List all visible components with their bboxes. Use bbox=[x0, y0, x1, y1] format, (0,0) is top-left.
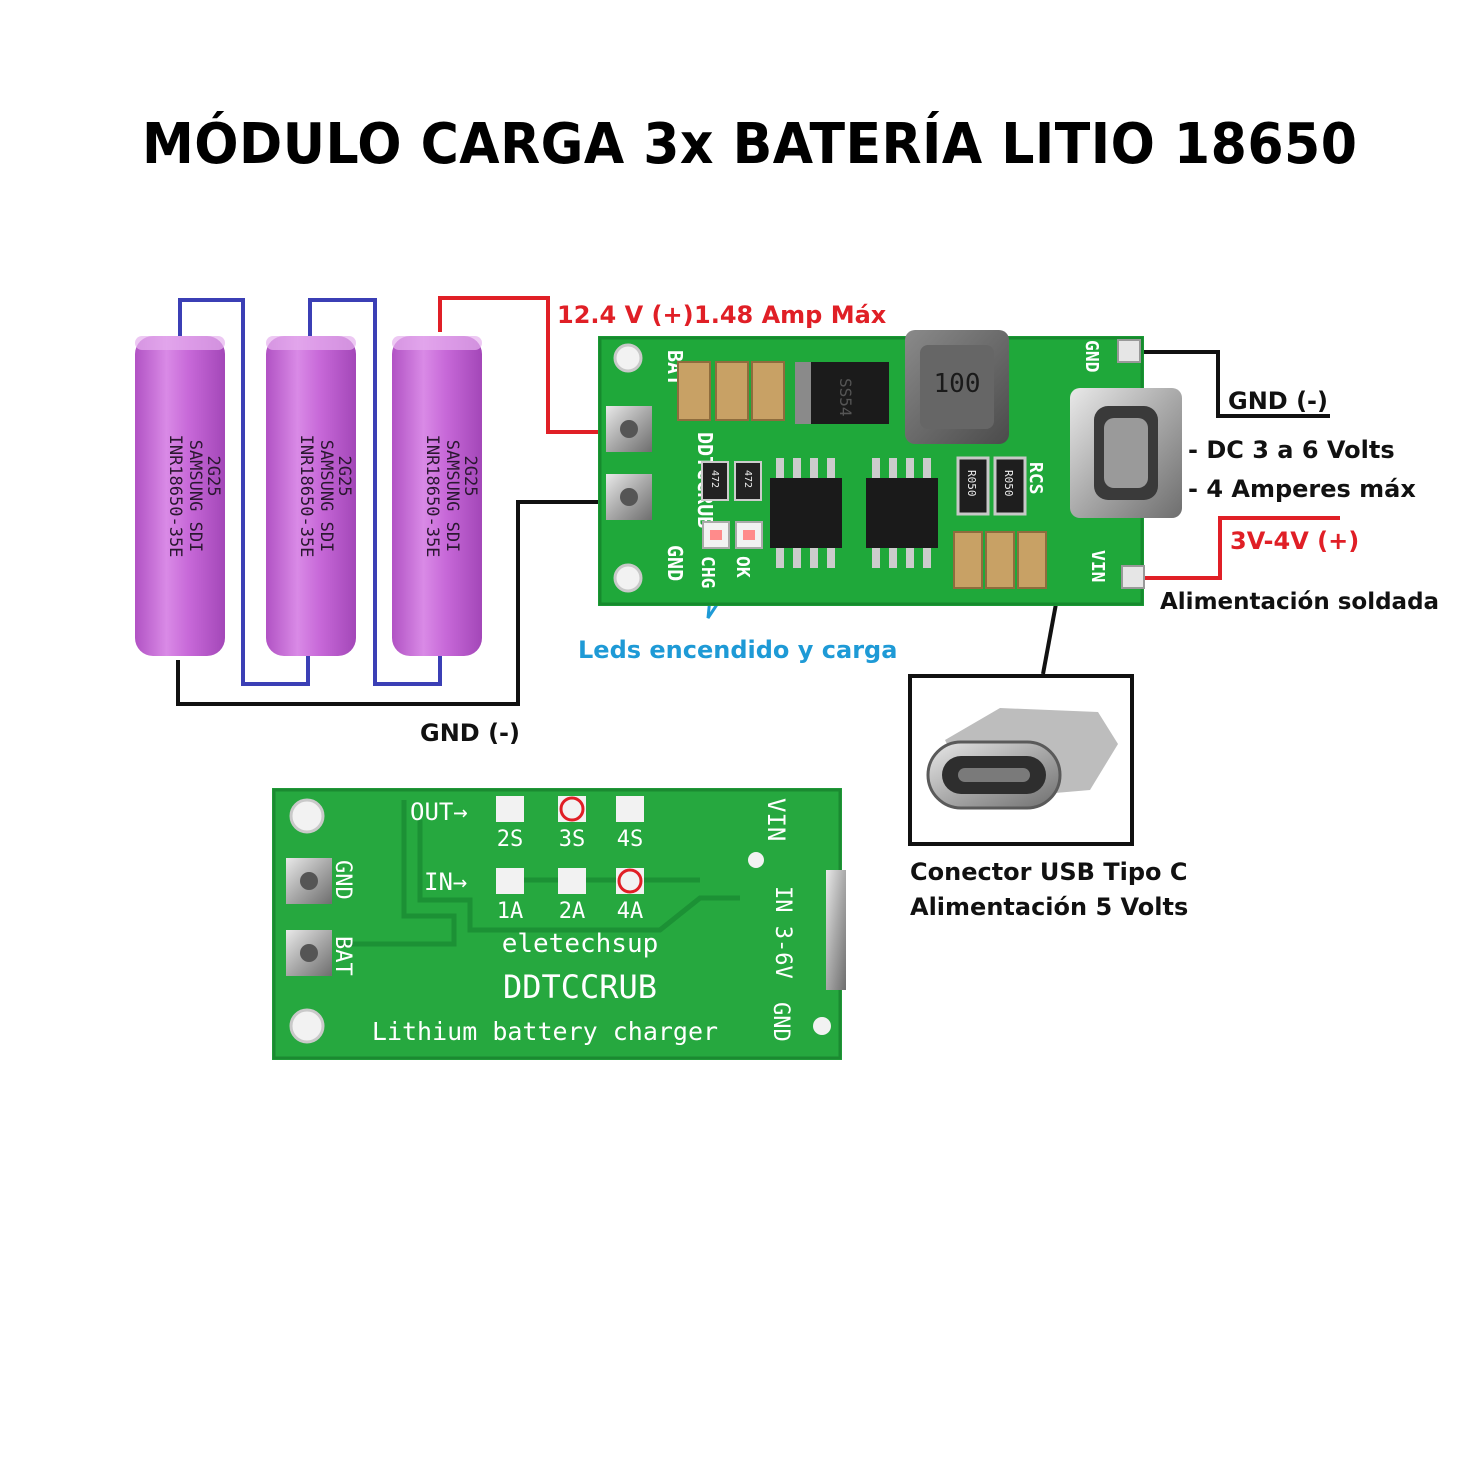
red-wire-bat bbox=[438, 296, 628, 434]
in-option-4a: 4A bbox=[617, 899, 644, 924]
vin-pad bbox=[748, 852, 764, 868]
black-wire-gnd-batt bbox=[176, 500, 628, 706]
usb-connector-box bbox=[908, 674, 1134, 846]
page-title: MÓDULO CARGA 3x BATERÍA LITIO 18650 bbox=[142, 112, 1358, 177]
gnd-pin-pad bbox=[1117, 339, 1141, 363]
dc-range-label: - DC 3 a 6 Volts bbox=[1188, 436, 1395, 464]
ic-chip-2 bbox=[866, 458, 938, 568]
battery-1-line-3: 2G25 bbox=[203, 456, 223, 497]
battery-2-line-1: INR18650-35E bbox=[296, 435, 316, 558]
bottom-gnd-label: GND bbox=[330, 860, 355, 900]
output-voltage-label: 12.4 V (+) bbox=[557, 301, 694, 329]
sense-resistor-2-label: R050 bbox=[1002, 470, 1015, 497]
sense-resistor bbox=[956, 456, 990, 516]
usb-connector-line2: Alimentación 5 Volts bbox=[910, 893, 1189, 921]
led-ok bbox=[735, 521, 763, 549]
solder-feed-label: Alimentación soldada bbox=[1160, 589, 1440, 615]
battery-2: INR18650-35E SAMSUNG SDI 2G25 bbox=[266, 336, 356, 656]
blue-wire-top-1 bbox=[178, 298, 310, 686]
vin-pin-pad bbox=[1121, 565, 1145, 589]
led-chg bbox=[702, 521, 730, 549]
out-label: OUT→ bbox=[410, 798, 468, 826]
red-wire-vin bbox=[1135, 516, 1340, 580]
resistor-1-label: 472 bbox=[709, 470, 720, 488]
led-chg-label: CHG bbox=[697, 556, 718, 589]
out-pad-2s bbox=[496, 796, 524, 822]
battery-3-line-3: 2G25 bbox=[460, 456, 480, 497]
sense-resistor-1-label: R050 bbox=[965, 470, 978, 497]
out-pad-3s bbox=[558, 796, 586, 822]
output-current-label: 1.48 Amp Máx bbox=[694, 301, 887, 329]
gnd-bottom-label: GND (-) bbox=[420, 719, 520, 747]
bottom-pcb: GND BAT OUT→ IN→ 2S 3S 4S 1A 2A 4A elete… bbox=[272, 788, 846, 1060]
top-gnd-top-label: GND bbox=[1081, 340, 1102, 373]
mount-hole bbox=[613, 343, 643, 373]
bottom-vin-label: VIN bbox=[762, 798, 790, 841]
black-wire-gnd-right bbox=[1130, 350, 1330, 418]
capacitor bbox=[953, 531, 983, 589]
led-ok-label: OK bbox=[732, 556, 753, 578]
inductor-label: 100 bbox=[934, 369, 981, 399]
capacitor bbox=[751, 361, 785, 421]
vin-range-label: 3V-4V (+) bbox=[1230, 527, 1360, 555]
bottom-gnd-right-label: GND bbox=[768, 1002, 793, 1042]
in-label: IN→ bbox=[424, 868, 467, 896]
out-pad-4s bbox=[616, 796, 644, 822]
in-option-1a: 1A bbox=[497, 899, 524, 924]
selected-in-marker bbox=[617, 868, 643, 894]
leds-label: Leds encendido y carga bbox=[578, 636, 898, 664]
gnd-right-pad bbox=[813, 1017, 831, 1035]
battery-1-line-1: INR18650-35E bbox=[165, 435, 185, 558]
resistor bbox=[701, 461, 729, 501]
battery-3: INR18650-35E SAMSUNG SDI 2G25 bbox=[392, 336, 482, 656]
out-option-2s: 2S bbox=[497, 827, 524, 852]
top-gnd-label: GND bbox=[663, 545, 687, 581]
battery-3-line-1: INR18650-35E bbox=[422, 435, 442, 558]
in-pad-2a bbox=[558, 868, 586, 894]
top-vin-label: VIN bbox=[1087, 550, 1108, 583]
selected-out-marker bbox=[559, 796, 585, 822]
resistor-2-label: 472 bbox=[742, 470, 753, 488]
bottom-bat-label: BAT bbox=[330, 936, 355, 976]
sense-resistor bbox=[993, 456, 1027, 516]
top-pcb: BAT GND DDTCCRUB SS54 100 472 472 bbox=[598, 330, 1182, 606]
in-option-2a: 2A bbox=[559, 899, 586, 924]
out-option-3s: 3S bbox=[559, 827, 586, 852]
battery-2-line-3: 2G25 bbox=[334, 456, 354, 497]
capacitor bbox=[715, 361, 749, 421]
mount-hole bbox=[289, 1008, 325, 1044]
out-option-4s: 4S bbox=[617, 827, 644, 852]
description-label: Lithium battery charger bbox=[372, 1017, 718, 1046]
mount-hole bbox=[289, 798, 325, 834]
rcs-label: RCS bbox=[1025, 462, 1046, 495]
ic-chip-1 bbox=[770, 458, 842, 568]
mount-hole bbox=[613, 563, 643, 593]
battery-2-line-2: SAMSUNG SDI bbox=[316, 440, 336, 553]
bottom-model-label: DDTCCRUB bbox=[503, 968, 657, 1006]
bottom-usb-c-port bbox=[826, 870, 846, 990]
battery-1: INR18650-35E SAMSUNG SDI 2G25 bbox=[135, 336, 225, 656]
blue-wire-top-2 bbox=[308, 298, 442, 686]
battery-1-line-2: SAMSUNG SDI bbox=[185, 440, 205, 553]
capacitor bbox=[677, 361, 711, 421]
capacitor bbox=[1017, 531, 1047, 589]
in-pad-1a bbox=[496, 868, 524, 894]
in-pad-4a bbox=[616, 868, 644, 894]
usb-connector-line1: Conector USB Tipo C bbox=[910, 858, 1188, 886]
battery-3-line-2: SAMSUNG SDI bbox=[442, 440, 462, 553]
brand-label: eletechsup bbox=[502, 929, 659, 959]
diode-label: SS54 bbox=[836, 378, 855, 417]
gnd-right-label: GND (-) bbox=[1228, 387, 1328, 415]
amp-max-label: - 4 Amperes máx bbox=[1188, 475, 1416, 503]
bottom-in-range-label: IN 3-6V bbox=[770, 886, 795, 979]
capacitor bbox=[985, 531, 1015, 589]
resistor bbox=[734, 461, 762, 501]
